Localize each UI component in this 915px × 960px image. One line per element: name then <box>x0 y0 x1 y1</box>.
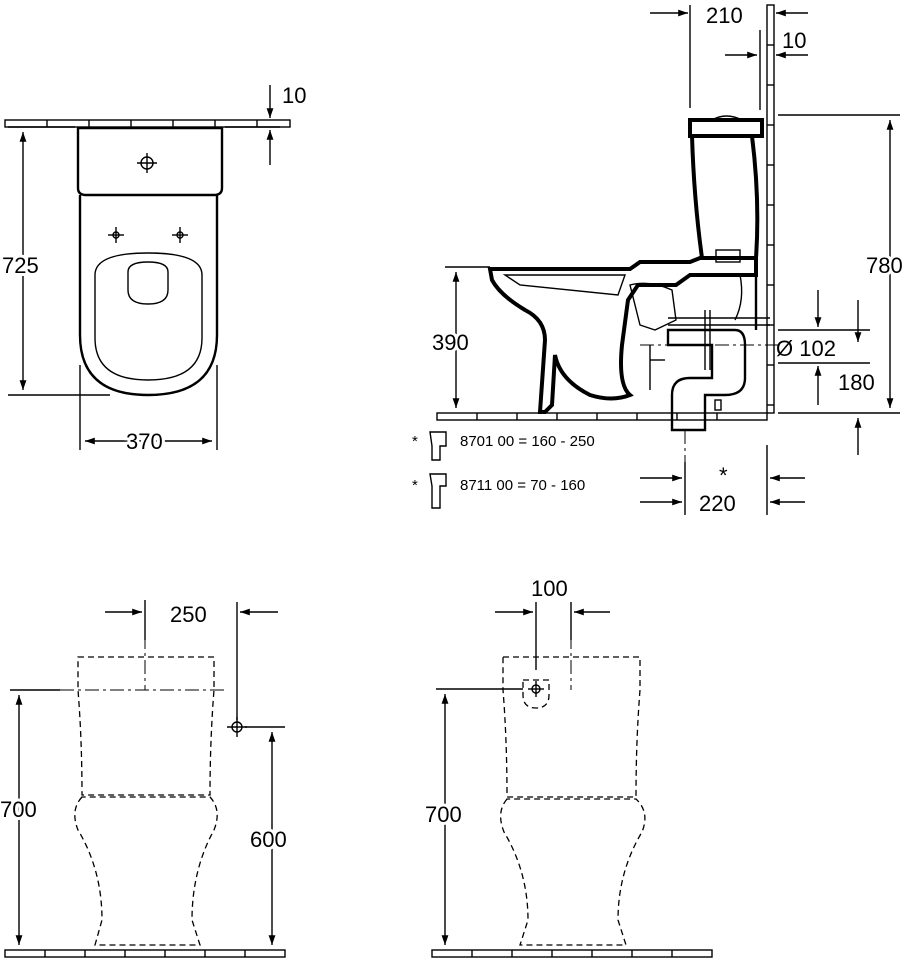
front-view-cistern <box>77 656 215 796</box>
top-view-flush-button <box>137 153 157 173</box>
side-view-wall-gap-label: 10 <box>782 28 806 53</box>
back-view-cistern <box>502 656 641 798</box>
back-view-pedestal <box>500 798 646 946</box>
note-text-2: 8711 00 = 70 - 160 <box>460 477 585 494</box>
back-view-offset-label: 100 <box>531 576 568 601</box>
side-view-outlet-height-label: 180 <box>838 370 875 395</box>
note-pipe-icon-1 <box>429 431 447 461</box>
top-view-lid <box>127 261 169 305</box>
side-view-bowl <box>487 256 758 414</box>
top-view-fixings <box>108 227 188 243</box>
back-view-height-label: 700 <box>425 802 462 827</box>
side-view-outlet-distance-label: 220 <box>699 491 736 516</box>
front-view-floor <box>4 949 286 958</box>
top-view-cistern <box>76 126 224 197</box>
side-view-outlet-diameter-label: Ø 102 <box>776 336 836 361</box>
top-view-wall-gap-label: 10 <box>282 83 306 108</box>
back-view <box>431 602 713 958</box>
back-view-supply-point <box>522 679 550 709</box>
front-view-offset-label: 250 <box>170 602 207 627</box>
top-view-bowl <box>78 195 219 397</box>
side-view-seat-height-label: 390 <box>432 330 469 355</box>
side-view-outlet-asterisk: * <box>719 463 728 488</box>
top-view-wall <box>4 119 291 128</box>
front-view-supply-point <box>227 717 247 737</box>
front-view-pedestal <box>74 796 218 946</box>
side-view-outlet-pipe <box>649 310 770 432</box>
top-view <box>4 85 291 450</box>
front-view-height-label: 700 <box>0 797 37 822</box>
side-view <box>429 4 900 515</box>
side-view-wall <box>766 4 775 414</box>
note-star-2: * <box>412 477 418 494</box>
note-star-1: * <box>412 433 418 450</box>
side-view-floor <box>436 412 768 421</box>
front-view <box>4 600 286 958</box>
top-view-width-label: 370 <box>126 429 163 454</box>
side-view-cistern <box>688 115 764 263</box>
top-view-depth-label: 725 <box>2 253 39 278</box>
front-view-supply-height-label: 600 <box>250 827 287 852</box>
note-pipe-icon-2 <box>429 473 447 509</box>
back-view-floor <box>431 949 713 958</box>
side-view-total-height-label: 780 <box>866 253 903 278</box>
note-text-1: 8701 00 = 160 - 250 <box>460 433 595 450</box>
top-view-seat <box>94 252 203 381</box>
side-view-cistern-depth-label: 210 <box>706 3 743 28</box>
